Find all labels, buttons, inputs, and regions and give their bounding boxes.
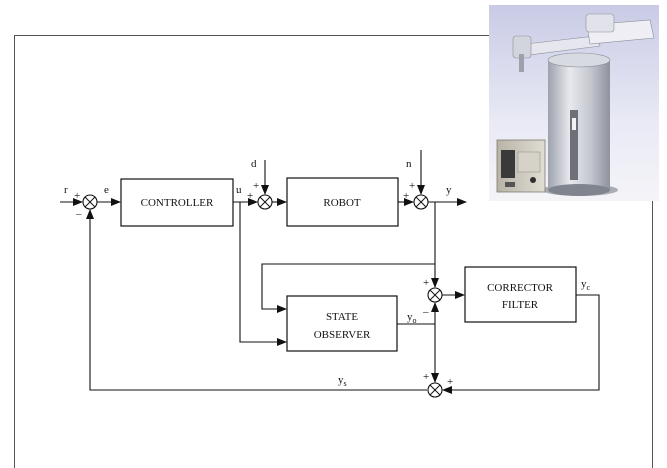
robot-label: ROBOT (323, 197, 361, 209)
state-observer-label-2: OBSERVER (314, 329, 371, 341)
signal-n-label: n (406, 158, 412, 170)
sign-plus-u: + (247, 190, 253, 202)
robot-block: ROBOT (287, 178, 398, 226)
signal-yc-label: yc (581, 278, 591, 292)
state-observer-block: STATE OBSERVER (287, 296, 397, 351)
signal-ys-label: ys (338, 374, 347, 388)
corrector-filter-label-1: CORRECTOR (487, 282, 553, 294)
signal-r-label: r (64, 184, 68, 196)
signal-u-label: u (236, 184, 242, 196)
signal-d-label: d (251, 158, 257, 170)
sign-plus-yo: + (423, 371, 429, 383)
controller-block: CONTROLLER (121, 179, 233, 226)
sign-minus-ys: – (75, 208, 82, 220)
signal-y-label: y (446, 184, 452, 196)
sign-plus-n: + (409, 180, 415, 192)
signal-yo-label: yo (407, 311, 417, 325)
summing-junction-noise (414, 195, 428, 209)
sign-plus-yc: + (447, 376, 453, 388)
sign-minus-yo: – (422, 306, 429, 318)
controller-label: CONTROLLER (141, 197, 214, 209)
signal-e-label: e (104, 184, 109, 196)
summing-junction-corrector (428, 288, 442, 302)
sign-plus-d: + (253, 180, 259, 192)
corrector-filter-label-2: FILTER (502, 299, 539, 311)
sign-plus-r: + (74, 190, 80, 202)
sign-plus-robot: + (403, 190, 409, 202)
summing-junction-disturbance (258, 195, 272, 209)
state-observer-label-1: STATE (326, 311, 358, 323)
summing-junction-feedback (428, 383, 442, 397)
summing-junction-error (83, 195, 97, 209)
sign-plus-y: + (423, 277, 429, 289)
corrector-filter-block: CORRECTOR FILTER (465, 267, 576, 322)
robot-photo (489, 5, 659, 201)
